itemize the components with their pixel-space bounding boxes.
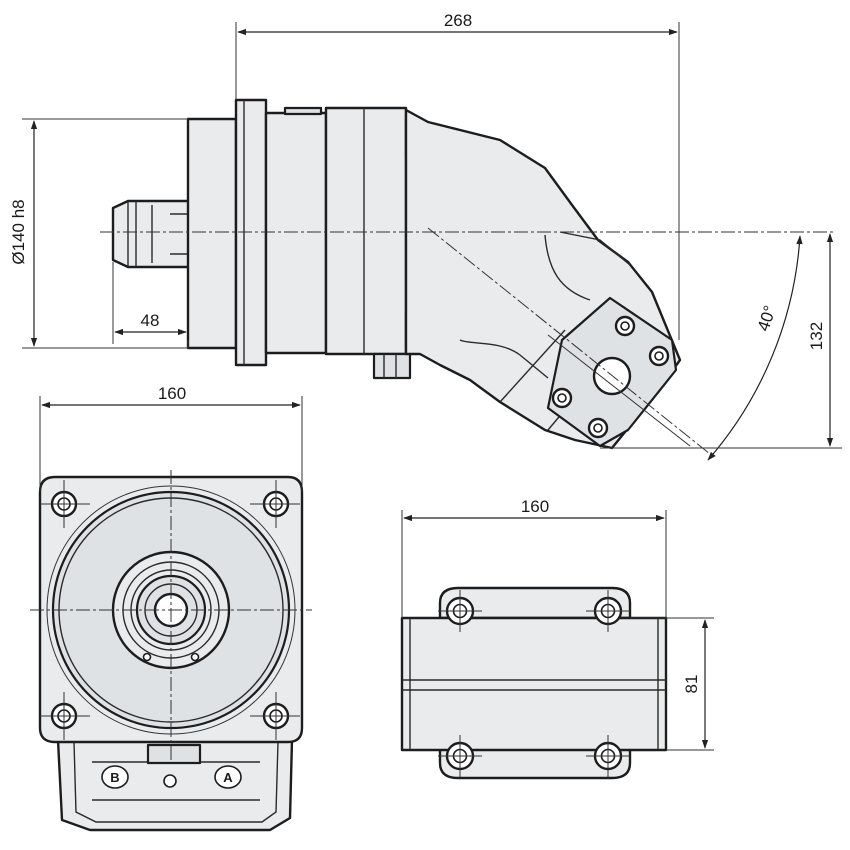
- dim-flange-width: 160: [158, 384, 186, 403]
- cover-block: [324, 106, 408, 356]
- bottom-ear: [438, 746, 632, 780]
- dim-port-block-height: 81: [682, 675, 701, 694]
- port-a-label: A: [223, 770, 233, 785]
- side-dimensions: 268 Ø140 h8 48 40° 132: [9, 11, 842, 461]
- dim-port-block-width: 160: [521, 497, 549, 516]
- port-dimensions: 160 81: [401, 497, 714, 751]
- front-view: B A: [30, 470, 312, 832]
- port-b-label: B: [110, 770, 119, 785]
- front-dimensions: 160: [39, 384, 303, 492]
- top-ear: [438, 586, 632, 620]
- dim-port-offset: 132: [807, 322, 826, 350]
- shaft: [111, 199, 200, 269]
- dim-shaft-length: 48: [141, 311, 160, 330]
- port-b-marker: [101, 765, 129, 789]
- pilot-boss: [186, 117, 238, 350]
- dim-pilot-diameter: Ø140 h8: [9, 199, 28, 264]
- drain-plug: [372, 352, 412, 380]
- housing-boss: [283, 106, 323, 116]
- dim-bend-angle: 40°: [754, 303, 780, 333]
- port-a-marker: [214, 765, 242, 789]
- side-view: [100, 98, 836, 459]
- port-block: [400, 616, 668, 752]
- housing: [264, 111, 328, 355]
- port-view: [400, 586, 668, 780]
- dim-overall-length: 268: [444, 11, 472, 30]
